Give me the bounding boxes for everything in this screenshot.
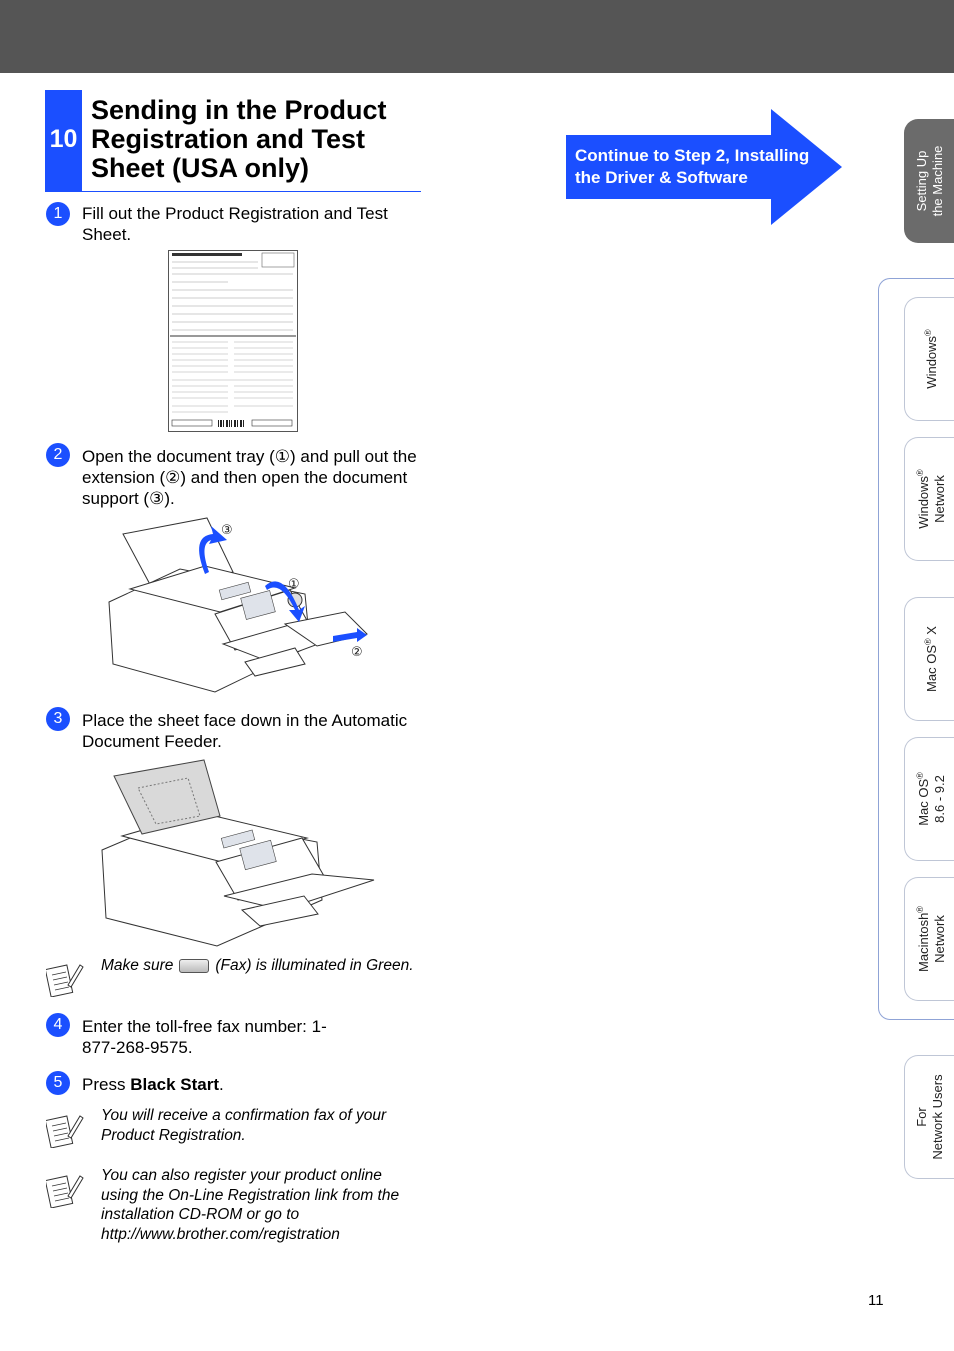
registered-mark: ® bbox=[922, 329, 933, 336]
tab-windows[interactable]: Windows® bbox=[904, 297, 954, 421]
callout-2: ② bbox=[351, 645, 363, 660]
tab-setting-up-machine[interactable]: Setting Up the Machine bbox=[904, 119, 954, 243]
step-5-text: Press Black Start. bbox=[82, 1074, 422, 1095]
tab-network-users[interactable]: For Network Users bbox=[904, 1055, 954, 1179]
tab-label: For bbox=[913, 1107, 929, 1127]
tab-label: Mac OS bbox=[923, 644, 939, 692]
side-tab-group bbox=[878, 278, 954, 1020]
tab-label: Setting Up bbox=[913, 150, 929, 212]
continue-line-2: the Driver & Software bbox=[575, 168, 748, 187]
step-4-bullet: 4 bbox=[46, 1013, 70, 1037]
tab-label: Network bbox=[931, 475, 947, 523]
continue-arrow-label[interactable]: Continue to Step 2, Installing the Drive… bbox=[575, 145, 825, 189]
tab-label: 8.6 - 9.2 bbox=[931, 775, 947, 823]
step-4-text: Enter the toll-free fax number: 1-877-26… bbox=[82, 1017, 327, 1057]
step-2-text: Open the document tray (①) and pull out … bbox=[82, 447, 417, 508]
tab-label: Windows bbox=[915, 475, 931, 529]
note-icon bbox=[46, 1115, 84, 1148]
step-1-text: Fill out the Product Registration and Te… bbox=[82, 204, 388, 244]
tab-windows-network[interactable]: Windows® Network bbox=[904, 437, 954, 561]
fax-machine-tray-diagram: ③ ① ② bbox=[108, 517, 368, 693]
step-1-bullet: 1 bbox=[46, 202, 70, 226]
tab-macintosh-network[interactable]: Macintosh® Network bbox=[904, 877, 954, 1001]
tab-label: Windows bbox=[923, 335, 939, 389]
tab-label: the Machine bbox=[929, 145, 945, 217]
callout-1: ① bbox=[288, 577, 300, 592]
callout-3: ③ bbox=[221, 523, 233, 538]
tab-label: Network bbox=[931, 915, 947, 963]
tab-mac-os-9[interactable]: Mac OS® 8.6 - 9.2 bbox=[904, 737, 954, 861]
fax-key-icon bbox=[179, 958, 210, 973]
tab-label: Mac OS bbox=[915, 778, 931, 826]
section-title: Sending in the Product Registration and … bbox=[91, 95, 387, 183]
title-rule bbox=[45, 191, 421, 192]
tab-label: Macintosh bbox=[915, 912, 931, 972]
step-5-suffix: . bbox=[219, 1075, 224, 1094]
step-3-bullet: 3 bbox=[46, 707, 70, 731]
tab-mac-os-x[interactable]: Mac OS® X bbox=[904, 597, 954, 721]
note-online-registration: You can also register your product onlin… bbox=[101, 1167, 400, 1243]
fax-machine-adf-diagram bbox=[101, 759, 375, 947]
tab-label: X bbox=[923, 626, 939, 639]
note-confirmation: You will receive a confirmation fax of y… bbox=[101, 1107, 387, 1144]
continue-arrow[interactable] bbox=[566, 109, 842, 225]
registration-sheet-image bbox=[168, 250, 298, 432]
section-number: 10 bbox=[49, 125, 78, 153]
top-bar bbox=[0, 0, 954, 73]
page-number: 11 bbox=[868, 1292, 884, 1309]
black-start-label: Black Start bbox=[130, 1075, 220, 1094]
section-number-box bbox=[45, 90, 82, 192]
note-icon bbox=[46, 1175, 84, 1208]
note-fax-prefix: Make sure bbox=[101, 957, 174, 974]
registered-mark: ® bbox=[914, 772, 925, 779]
registered-mark: ® bbox=[914, 469, 925, 476]
step-3-text: Place the sheet face down in the Automat… bbox=[82, 711, 408, 751]
note-icon bbox=[46, 964, 84, 997]
step-5-bullet: 5 bbox=[46, 1071, 70, 1095]
note-fax-illuminated: Make sure (Fax) is illuminated in Green. bbox=[101, 956, 421, 976]
step-2-bullet: 2 bbox=[46, 443, 70, 467]
tab-label: Network Users bbox=[929, 1074, 945, 1160]
registered-mark: ® bbox=[922, 638, 933, 645]
note-fax-suffix: (Fax) is illuminated in Green. bbox=[215, 957, 414, 974]
step-5-prefix: Press bbox=[82, 1075, 131, 1094]
continue-line-1: Continue to Step 2, Installing bbox=[575, 146, 810, 165]
registered-mark: ® bbox=[914, 906, 925, 913]
